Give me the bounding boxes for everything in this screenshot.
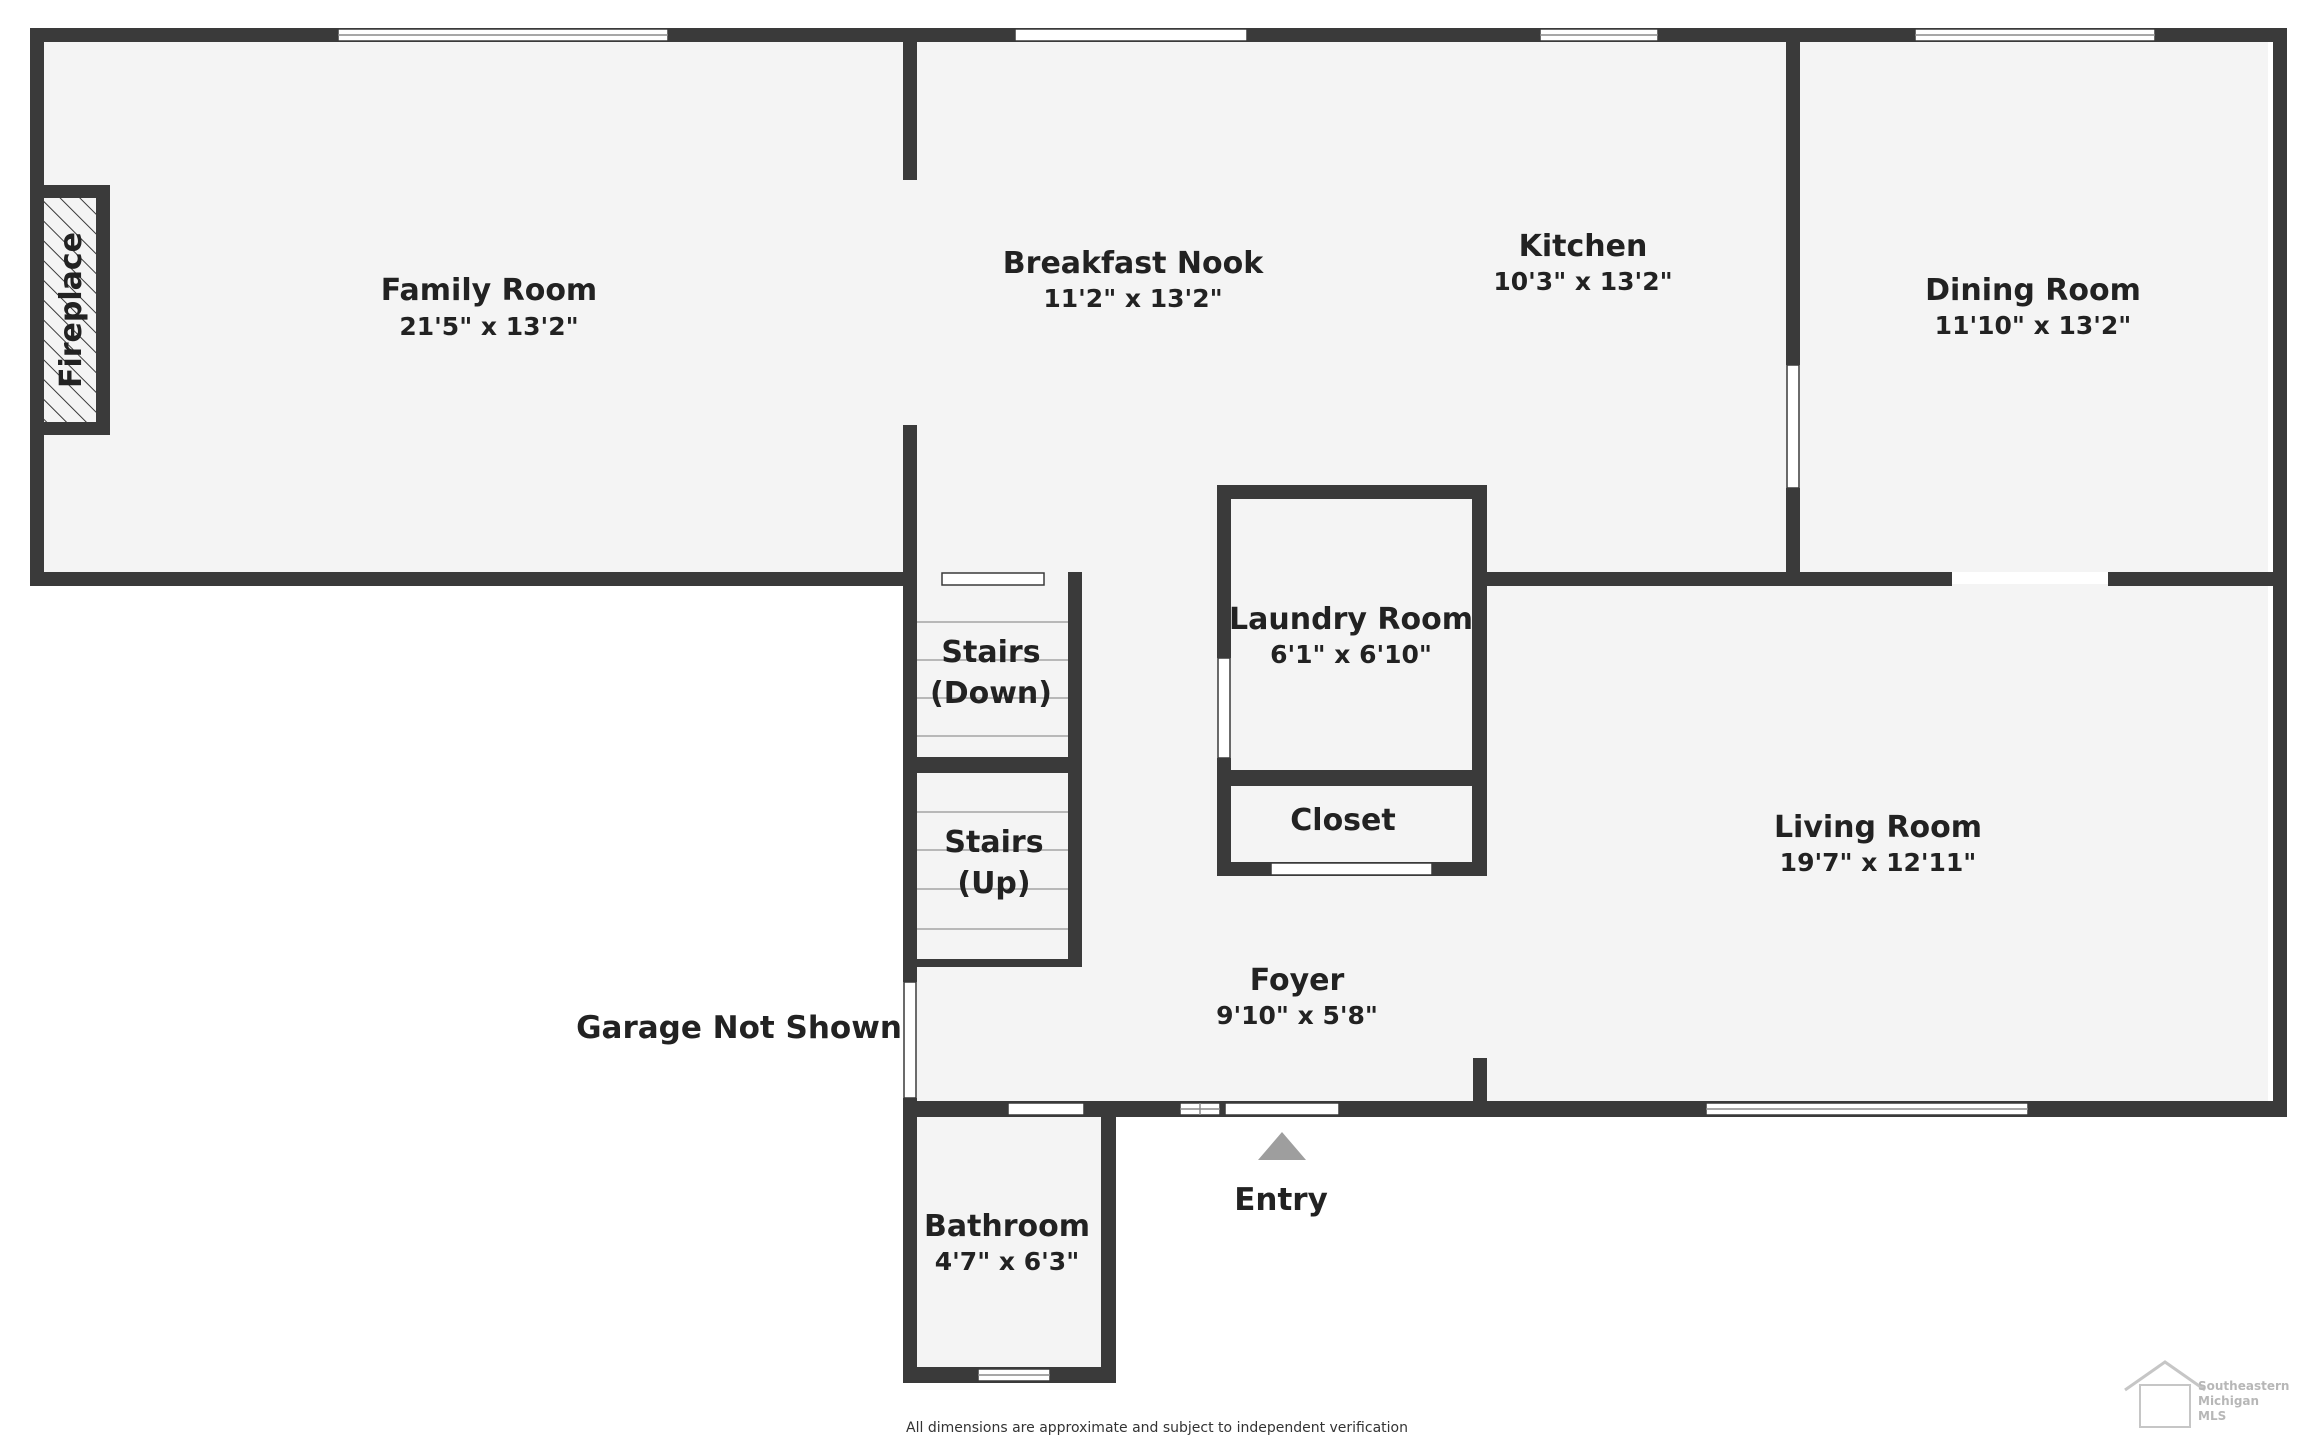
- bathroom-dims: 4'7" x 6'3": [935, 1247, 1079, 1276]
- nook-kitchen-floor: [907, 40, 1788, 572]
- dining-room-floor: [1800, 40, 2268, 572]
- closet-name: Closet: [1290, 803, 1395, 838]
- dining-room-name: Dining Room: [1925, 273, 2141, 308]
- closet-floor: [1231, 786, 1472, 862]
- stairs-up-label-1: Stairs: [944, 825, 1043, 860]
- family-room-dims: 21'5" x 13'2": [399, 312, 578, 341]
- logo-line-3: MLS: [2198, 1409, 2226, 1423]
- entry-label: Entry: [1234, 1182, 1328, 1218]
- floors: [36, 40, 2268, 1367]
- logo-line-2: Michigan: [2198, 1394, 2259, 1408]
- fireplace-label: Fireplace: [54, 232, 89, 388]
- laundry-room-floor: [1231, 499, 1472, 770]
- stairs-up-label-2: (Up): [957, 866, 1030, 901]
- living-room-name: Living Room: [1774, 810, 1982, 845]
- windows: [337, 28, 2156, 1382]
- mls-logo: Southeastern Michigan MLS: [2124, 1360, 2289, 1428]
- kitchen-name: Kitchen: [1519, 229, 1648, 264]
- garage-note: Garage Not Shown: [576, 1010, 902, 1046]
- foyer-name: Foyer: [1250, 963, 1345, 998]
- stairs-down-label-2: (Down): [930, 676, 1052, 711]
- living-room-floor: [1491, 584, 2268, 1101]
- fireplace-hatch: [44, 198, 96, 422]
- family-room-floor: [36, 40, 907, 572]
- breakfast-nook-name: Breakfast Nook: [1003, 246, 1264, 281]
- entry-arrow-icon: [1258, 1132, 1306, 1160]
- bathroom-name: Bathroom: [924, 1209, 1090, 1244]
- breakfast-nook-dims: 11'2" x 13'2": [1043, 284, 1222, 313]
- logo-line-1: Southeastern: [2198, 1379, 2289, 1393]
- family-room-name: Family Room: [381, 273, 597, 308]
- disclaimer-text: All dimensions are approximate and subje…: [906, 1420, 1408, 1436]
- living-room-dims: 19'7" x 12'11": [1780, 848, 1977, 877]
- foyer-dims: 9'10" x 5'8": [1216, 1001, 1378, 1030]
- stair-treads: [917, 621, 1068, 930]
- bathroom-floor: [917, 1117, 1101, 1367]
- laundry-room-name: Laundry Room: [1229, 602, 1473, 637]
- kitchen-dims: 10'3" x 13'2": [1493, 267, 1672, 296]
- laundry-room-dims: 6'1" x 6'10": [1270, 640, 1432, 669]
- dining-room-dims: 11'10" x 13'2": [1935, 311, 2132, 340]
- stairs-down-label-1: Stairs: [941, 635, 1040, 670]
